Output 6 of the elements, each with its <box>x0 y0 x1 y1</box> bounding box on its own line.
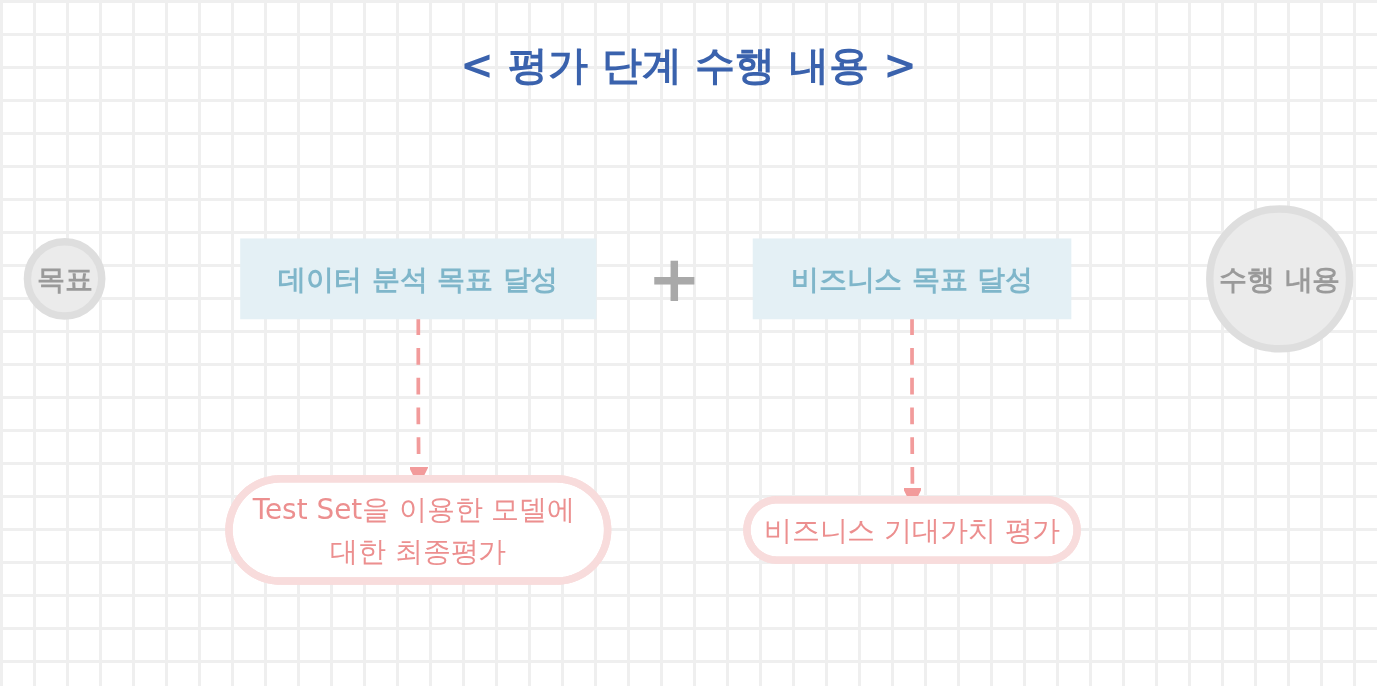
node-circle: 목표 <box>23 237 106 320</box>
plus-sign: + <box>647 246 702 311</box>
node-box: 비즈니스 목표 달성 <box>752 238 1072 320</box>
node-circle: 수행 내용 <box>1206 205 1354 353</box>
title: < 평가 단계 수행 내용 > <box>460 42 917 88</box>
node-box: 데이터 분석 목표 달성 <box>240 238 597 320</box>
